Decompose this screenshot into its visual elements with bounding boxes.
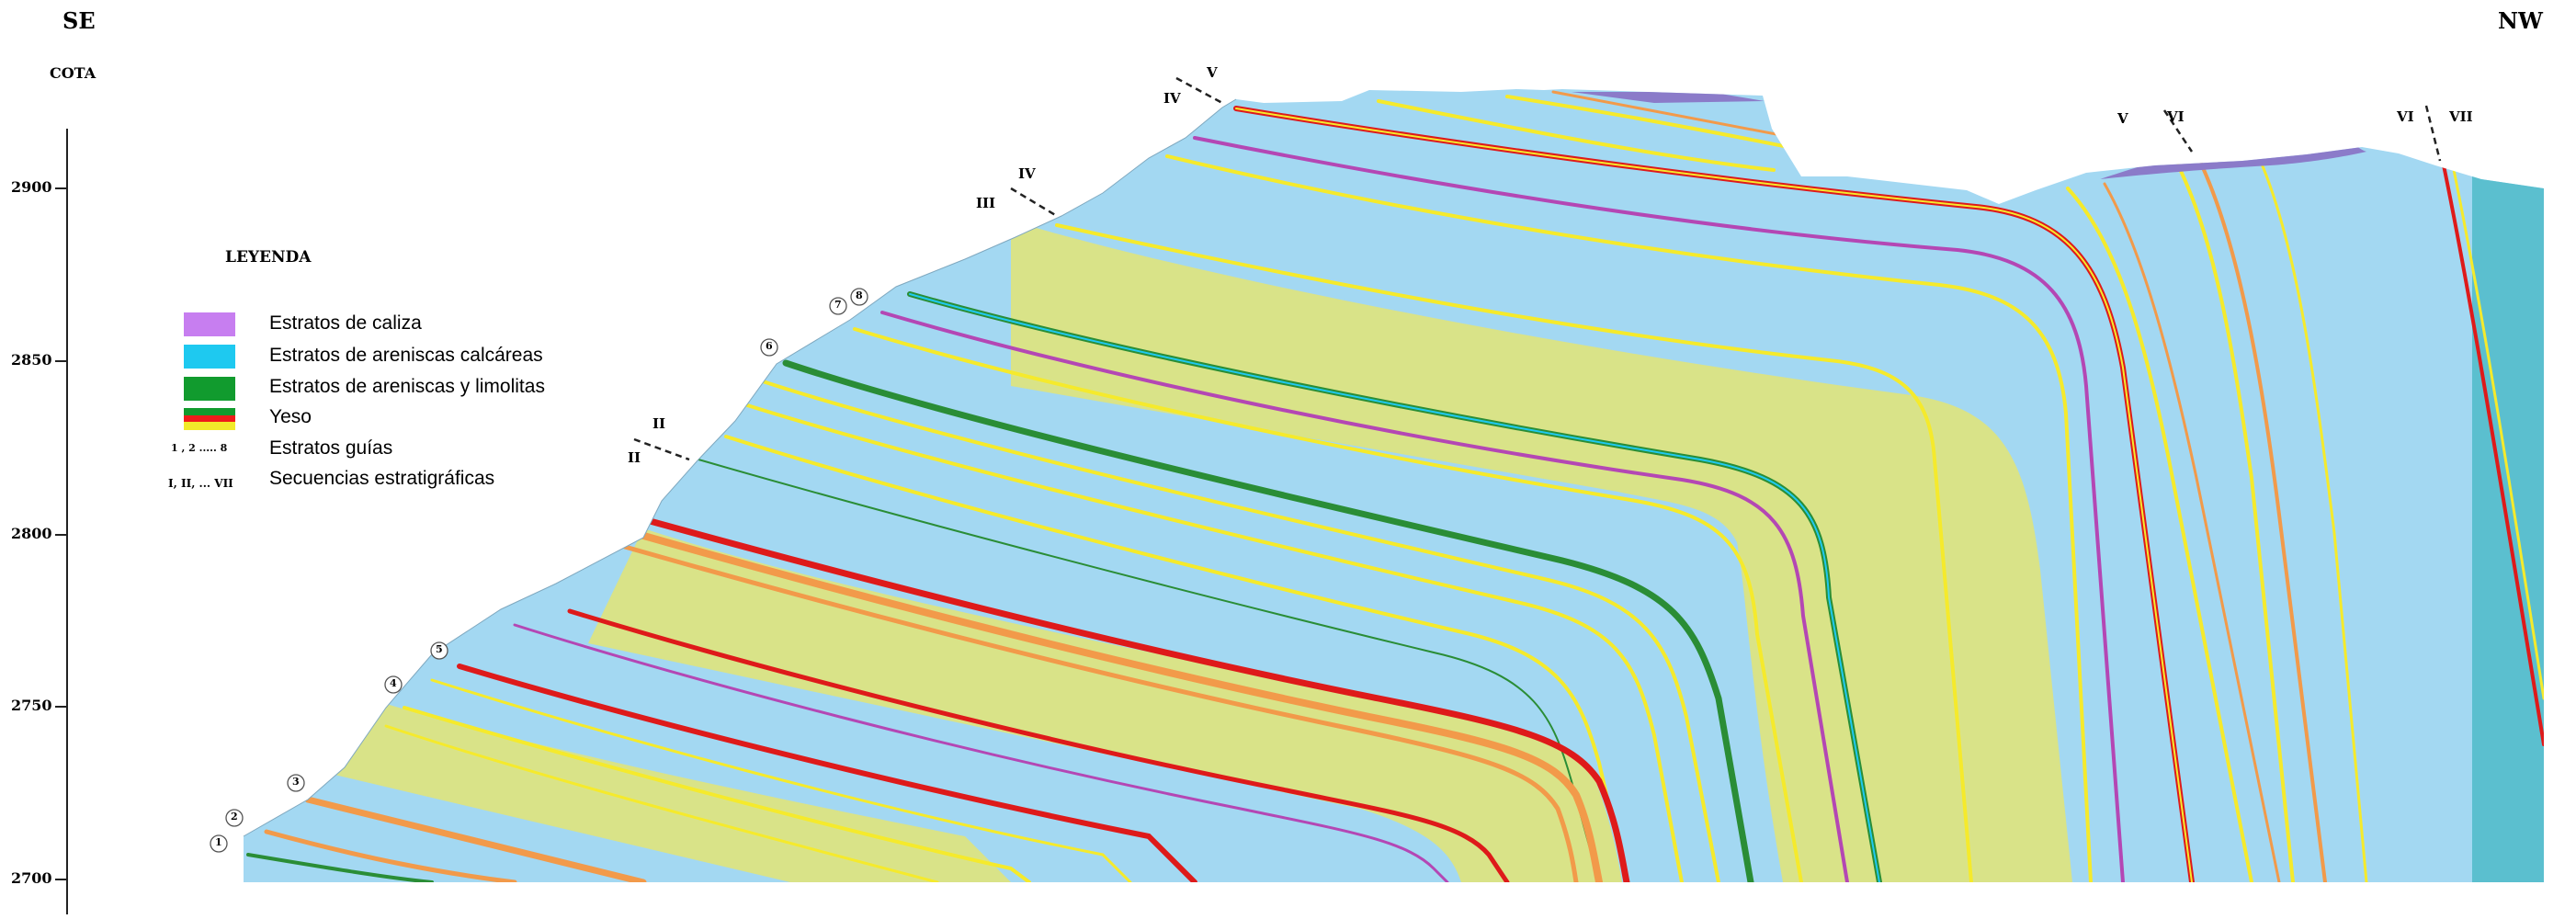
deep-blue-unit bbox=[2472, 138, 2544, 882]
sequence-label: V bbox=[1207, 64, 1218, 81]
legend-swatch-areniscas-calcareas bbox=[184, 345, 235, 369]
guide-marker-label: 2 bbox=[231, 811, 238, 823]
marl-band-upper bbox=[1011, 221, 2072, 882]
limestone-cap-top bbox=[1572, 92, 1765, 103]
sequence-label: III bbox=[976, 195, 996, 211]
direction-se: SE bbox=[62, 7, 96, 34]
legend-symbol-guides: 1 , 2 ..... 8 bbox=[171, 442, 228, 454]
legend-label: Secuencias estratigráficas bbox=[269, 468, 495, 489]
guide-marker-label: 5 bbox=[436, 643, 443, 655]
legend-label: Estratos de caliza bbox=[269, 312, 422, 334]
axis-tick-label: 2850 bbox=[11, 351, 52, 369]
axis-tick-label: 2900 bbox=[11, 178, 52, 196]
legend-title: LEYENDA bbox=[225, 248, 312, 267]
topographic-profile bbox=[243, 98, 1237, 837]
sequence-label: VI bbox=[2167, 108, 2184, 125]
guide-marker-label: 4 bbox=[390, 677, 397, 689]
sequence-label: VII bbox=[2449, 108, 2473, 125]
axis-tick-label: 2750 bbox=[11, 697, 52, 714]
guide-marker-label: 3 bbox=[292, 776, 300, 788]
sequence-boundaries bbox=[633, 76, 2442, 461]
sequence-label: V bbox=[2117, 110, 2128, 127]
guide-markers bbox=[210, 288, 868, 853]
guide-marker-label: 6 bbox=[766, 340, 773, 352]
sequence-label: IV bbox=[1163, 90, 1181, 107]
strata-body bbox=[244, 89, 2544, 882]
axis-title: COTA bbox=[50, 64, 96, 82]
legend-swatch-caliza bbox=[184, 312, 235, 336]
legend-label: Estratos de areniscas calcáreas bbox=[269, 345, 543, 366]
strata-lines bbox=[246, 90, 2544, 882]
sequence-label: IV bbox=[1018, 165, 1036, 182]
legend-swatch-yeso bbox=[184, 408, 235, 430]
guide-marker-label: 8 bbox=[856, 289, 863, 301]
guide-marker-label: 1 bbox=[215, 836, 222, 848]
legend-label: Yeso bbox=[269, 406, 312, 427]
sequence-label: VI bbox=[2397, 108, 2414, 125]
direction-nw: NW bbox=[2498, 7, 2543, 34]
marl-band-lower bbox=[303, 698, 1011, 882]
sequence-label: II bbox=[628, 449, 641, 466]
axis-tick-label: 2700 bbox=[11, 869, 52, 887]
legend-label: Estratos de areniscas y limolitas bbox=[269, 376, 545, 397]
sequence-label: II bbox=[653, 415, 666, 432]
legend-swatch-areniscas-limolitas bbox=[184, 377, 235, 401]
marl-band-middle bbox=[588, 528, 1622, 882]
guide-marker-label: 7 bbox=[834, 299, 842, 311]
axis-tick-label: 2800 bbox=[11, 525, 52, 542]
legend-symbol-sequences: I, II, ... VII bbox=[168, 477, 233, 490]
legend-label: Estratos guías bbox=[269, 437, 393, 459]
